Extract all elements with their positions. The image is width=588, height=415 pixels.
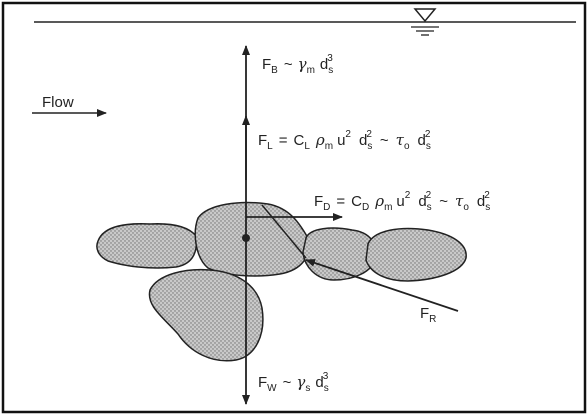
- resultant-arrow: [305, 259, 459, 312]
- resultant-label: FR: [420, 305, 436, 325]
- pivot-point: [242, 234, 250, 242]
- contact-line: [261, 204, 307, 259]
- stone-center: [194, 201, 310, 277]
- flow-label: Flow: [42, 94, 74, 111]
- stone-lower: [148, 268, 264, 362]
- water-level-icon: [411, 8, 439, 36]
- stone-left: [96, 223, 198, 269]
- stone-right-far: [365, 227, 467, 282]
